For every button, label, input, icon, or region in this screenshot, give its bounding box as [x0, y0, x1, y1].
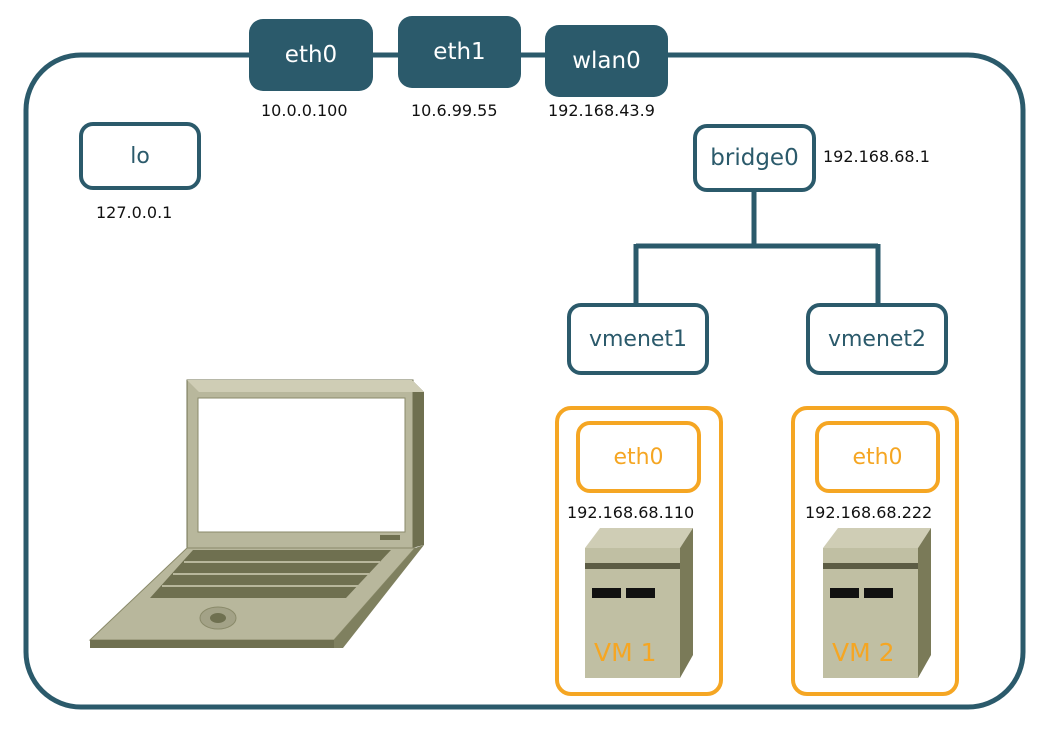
eth0-ip-label: 10.0.0.100 [261, 101, 348, 120]
vm2-eth0-interface: eth0 [815, 421, 940, 493]
vm1-server-icon [585, 528, 693, 678]
vm2-frame [791, 406, 959, 696]
wlan0-interface: wlan0 [545, 25, 668, 97]
vm2-name-label: VM 2 [832, 638, 895, 667]
vmenet1-interface: vmenet1 [567, 303, 709, 375]
lo-interface: lo [79, 122, 201, 190]
bridge0-ip-label: 192.168.68.1 [823, 147, 930, 166]
laptop-icon [88, 379, 424, 648]
wlan0-ip-label: 192.168.43.9 [548, 101, 655, 120]
vm1-name-label: VM 1 [594, 638, 657, 667]
eth0-interface: eth0 [249, 19, 373, 91]
eth1-ip-label: 10.6.99.55 [411, 101, 498, 120]
eth1-interface: eth1 [398, 16, 521, 88]
vm1-ip-label: 192.168.68.110 [567, 503, 695, 522]
bridge-tree-lines [633, 190, 881, 305]
vm1-frame [555, 406, 723, 696]
bridge0-interface: bridge0 [693, 124, 816, 192]
vm2-server-icon [823, 528, 931, 678]
vm1-eth0-interface: eth0 [576, 421, 701, 493]
vm2-ip-label: 192.168.68.222 [805, 503, 933, 522]
lo-ip-label: 127.0.0.1 [96, 203, 173, 222]
vmenet2-interface: vmenet2 [806, 303, 948, 375]
